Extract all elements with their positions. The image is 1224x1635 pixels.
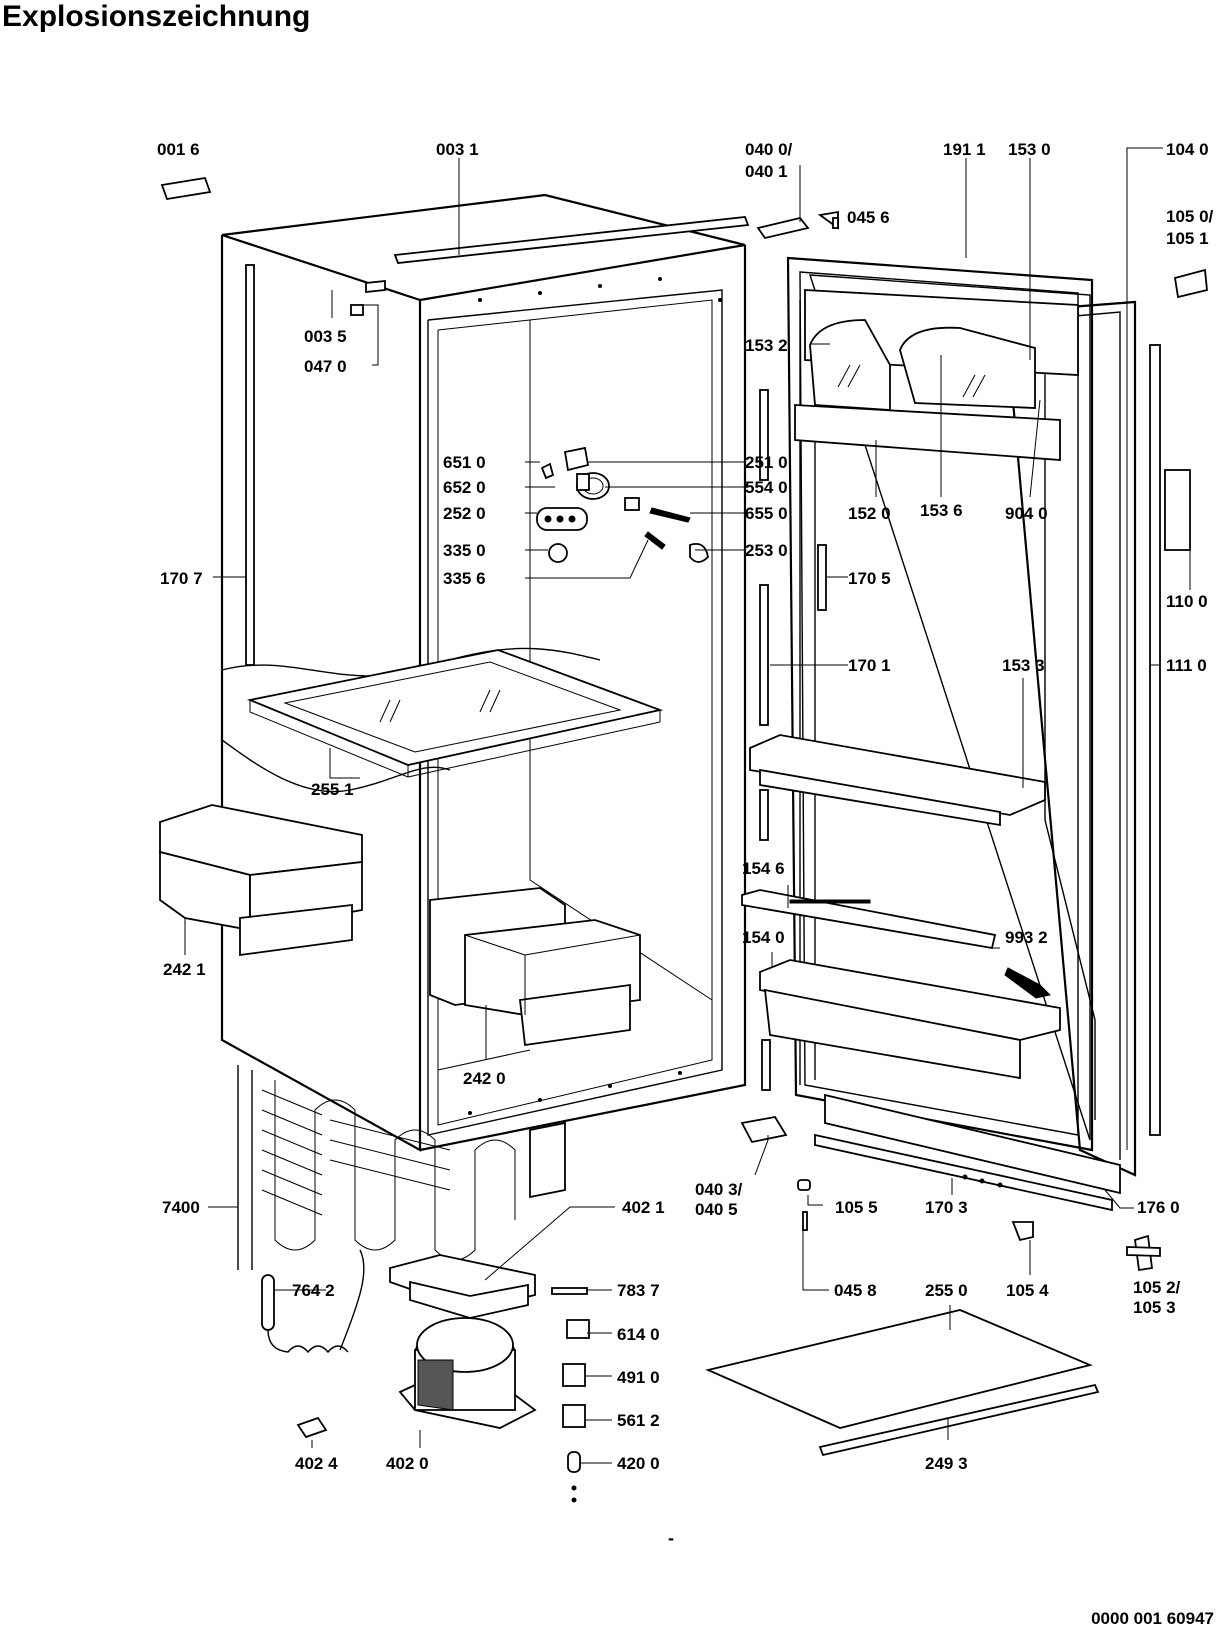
label-1546: 154 6 [742,859,785,878]
label-4021: 402 1 [622,1198,665,1217]
label-1052: 105 2/ [1133,1278,1181,1297]
label-9040: 904 0 [1005,504,1048,523]
label-7400: 7400 [162,1198,200,1217]
label-0458: 045 8 [834,1281,877,1300]
label-1040: 104 0 [1166,140,1209,159]
label-6520: 652 0 [443,478,486,497]
fruit-box-left [159,804,363,957]
label-2530: 253 0 [745,541,788,560]
label-1051: 105 1 [1166,229,1209,248]
door-assembly [741,256,1191,1177]
label-2420: 242 0 [463,1069,506,1088]
label-0400: 040 0/ [745,140,793,159]
label-6510: 651 0 [443,453,486,472]
label-0470: 047 0 [304,357,347,376]
label-0031: 003 1 [436,140,479,159]
label-6140: 614 0 [617,1325,660,1344]
label-1055: 105 5 [835,1198,878,1217]
part-labels: 001 6 003 1 040 0/ 040 1 045 6 191 1 153… [157,140,1214,1473]
label-4910: 491 0 [617,1368,660,1387]
glass-plate-bottom [705,1309,1100,1457]
label-3350: 335 0 [443,541,486,560]
leader-lines [184,147,1191,1464]
label-0405: 040 5 [695,1200,738,1219]
label-6550: 655 0 [745,504,788,523]
label-4200: 420 0 [617,1454,660,1473]
door-bottom-trim [814,1093,1121,1212]
label-5612: 561 2 [617,1411,660,1430]
label-1520: 152 0 [848,504,891,523]
label-4020: 402 0 [386,1454,429,1473]
label-1705: 170 5 [848,569,891,588]
label-1536: 153 6 [920,501,963,520]
label-0035: 003 5 [304,327,347,346]
label-5540: 554 0 [745,478,788,497]
label-1100: 110 0 [1166,592,1208,611]
label-2510: 251 0 [745,453,788,472]
label-2421: 242 1 [163,960,206,979]
label-1707: 170 7 [160,569,203,588]
label-1053: 105 3 [1133,1298,1176,1317]
label-1532: 153 2 [745,336,788,355]
separator-dash: - [668,1528,674,1548]
label-9932: 993 2 [1005,928,1048,947]
glass-shelf [246,649,664,778]
cabinet-body [220,193,750,1152]
hinges-small-parts [160,176,1208,1272]
label-1530: 153 0 [1008,140,1051,159]
thermostat-assembly [536,446,709,563]
label-0016: 001 6 [157,140,200,159]
label-2550: 255 0 [925,1281,968,1300]
label-1533: 153 3 [1002,656,1045,675]
label-3356: 335 6 [443,569,486,588]
label-1911: 191 1 [943,140,986,159]
label-0401: 040 1 [745,162,788,181]
label-4024: 402 4 [295,1454,338,1473]
label-1110: 111 0 [1166,656,1207,675]
crisper-drawer [429,887,641,1047]
document-number: 0000 001 60947 [1091,1609,1214,1628]
label-1050: 105 0/ [1166,207,1214,226]
label-1701: 170 1 [848,656,891,675]
label-1054: 105 4 [1006,1281,1049,1300]
label-0403: 040 3/ [695,1180,743,1199]
condenser-and-compressor [237,1065,590,1503]
label-2520: 252 0 [443,504,486,523]
label-7642: 764 2 [292,1281,335,1300]
label-2493: 249 3 [925,1454,968,1473]
label-2551: 255 1 [311,780,354,799]
label-1703: 170 3 [925,1198,968,1217]
label-0456: 045 6 [847,208,890,227]
label-1760: 176 0 [1137,1198,1180,1217]
label-1540: 154 0 [742,928,785,947]
page-title: Explosionszeichnung [2,0,311,33]
label-7837: 783 7 [617,1281,660,1300]
